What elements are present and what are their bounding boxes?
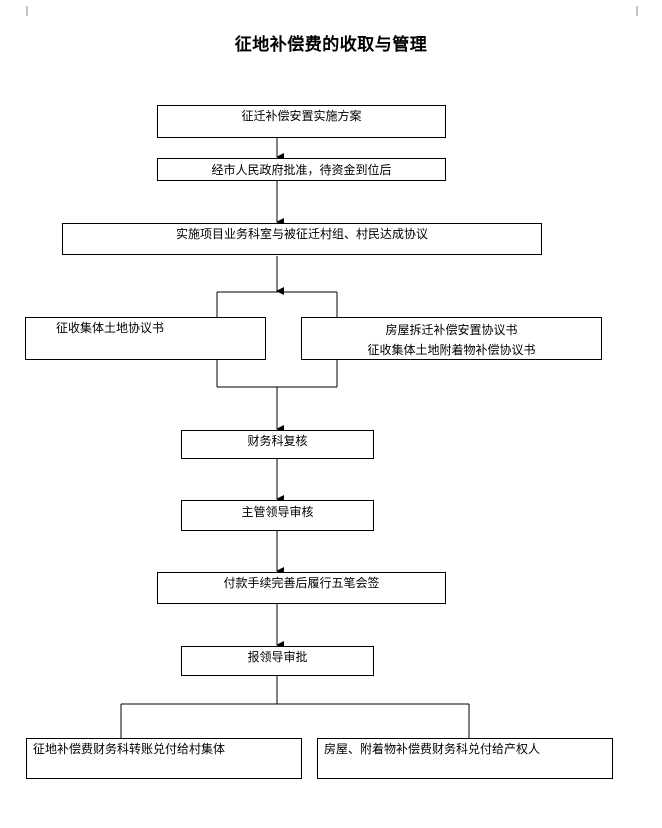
finance-review-box: 财务科复核 [181, 430, 374, 459]
right-agreement-line2: 征收集体土地附着物补偿协议书 [367, 343, 536, 357]
step-agreement-box: 实施项目业务科室与被征迁村组、村民达成协议 [62, 223, 542, 255]
pay-village-box: 征地补偿费财务科转账兑付给村集体 [26, 738, 302, 779]
left-agreement-box: 征收集体土地协议书 [25, 317, 266, 360]
pay-village-label: 征地补偿费财务科转账兑付给村集体 [33, 742, 226, 756]
report-box: 报领导审批 [181, 646, 374, 676]
corner-mark-top-right [636, 6, 638, 16]
payment-label: 付款手续完善后履行五笔会签 [223, 576, 380, 590]
report-label: 报领导审批 [247, 650, 308, 664]
step-approval-label: 经市人民政府批准，待资金到位后 [211, 163, 392, 177]
left-agreement-label: 征收集体土地协议书 [56, 321, 165, 335]
right-agreement-box: 房屋拆迁补偿安置协议书 征收集体土地附着物补偿协议书 [301, 317, 602, 360]
leader-review-label: 主管领导审核 [241, 505, 314, 519]
finance-review-label: 财务科复核 [247, 434, 308, 448]
right-agreement-line1: 房屋拆迁补偿安置协议书 [385, 323, 518, 337]
step-plan-label: 征迁补偿安置实施方案 [241, 109, 362, 123]
leader-review-box: 主管领导审核 [181, 500, 374, 531]
step-agreement-label: 实施项目业务科室与被征迁村组、村民达成协议 [175, 227, 428, 241]
pay-owner-box: 房屋、附着物补偿费财务科兑付给产权人 [317, 738, 613, 779]
payment-box: 付款手续完善后履行五笔会签 [157, 572, 446, 604]
pay-owner-label: 房屋、附着物补偿费财务科兑付给产权人 [324, 742, 541, 756]
corner-mark-top-left [26, 6, 28, 16]
page-title: 征地补偿费的收取与管理 [234, 35, 428, 55]
step-plan-box: 征迁补偿安置实施方案 [157, 105, 446, 138]
step-approval-box: 经市人民政府批准，待资金到位后 [157, 158, 446, 181]
